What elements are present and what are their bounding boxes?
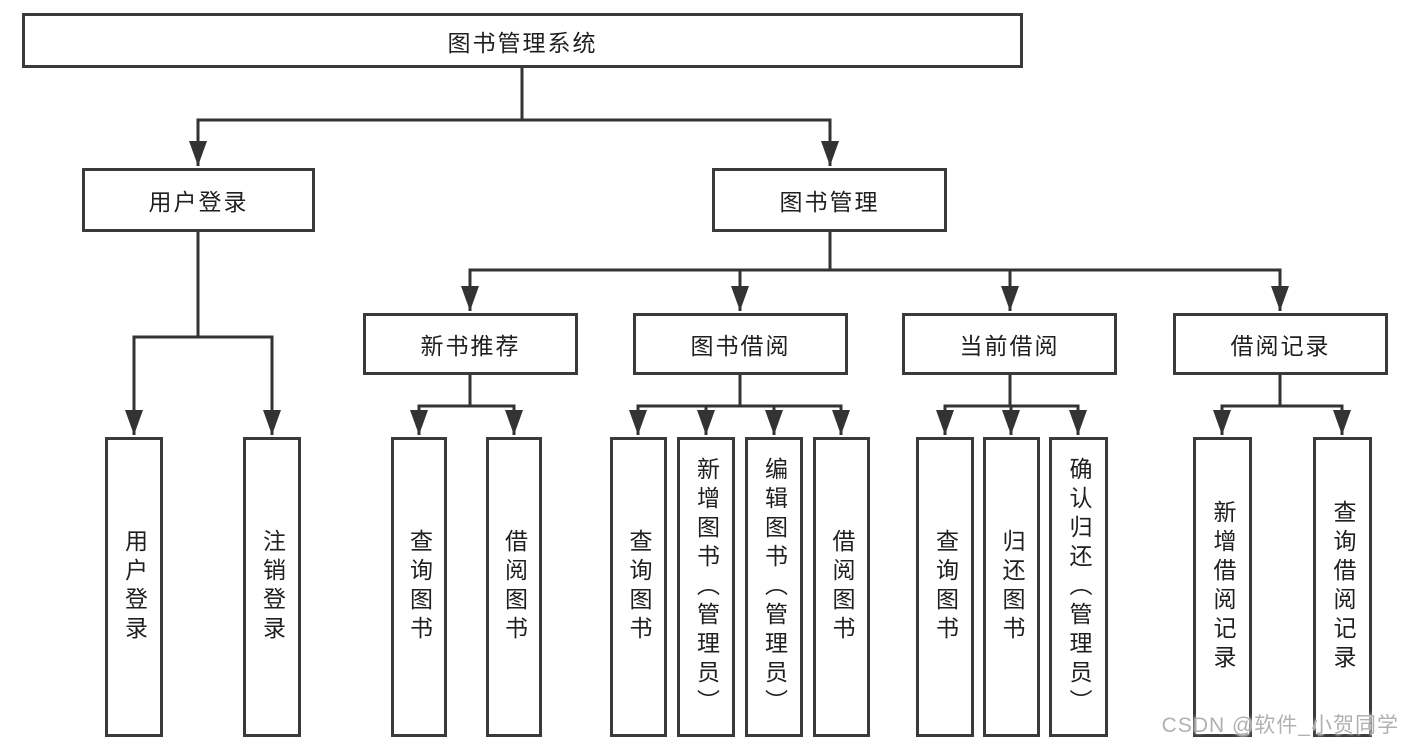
leaf-edit-book-admin-label: 编辑图书（管理员） xyxy=(761,456,788,718)
leaf-borrow-books-recommend: 借阅图书 xyxy=(486,437,542,737)
leaf-query-borrow-record: 查询借阅记录 xyxy=(1313,437,1372,737)
leaf-query-books-borrow-label: 查询图书 xyxy=(626,529,652,645)
leaf-query-borrow-record-label: 查询借阅记录 xyxy=(1330,500,1356,674)
node-book-borrow: 图书借阅 xyxy=(633,313,848,375)
leaf-add-book-admin: 新增图书（管理员） xyxy=(677,437,735,737)
leaf-query-books-recommend-label: 查询图书 xyxy=(406,529,433,645)
leaf-borrow-books-label: 借阅图书 xyxy=(829,529,855,645)
node-root: 图书管理系统 xyxy=(22,13,1023,68)
node-root-label: 图书管理系统 xyxy=(447,29,598,56)
node-current-borrow: 当前借阅 xyxy=(902,313,1117,375)
leaf-logout-label: 注销登录 xyxy=(259,529,286,645)
node-book-management: 图书管理 xyxy=(712,168,947,232)
leaf-query-books-recommend: 查询图书 xyxy=(391,437,447,737)
node-new-book-recommend-label: 新书推荐 xyxy=(420,333,521,359)
leaf-confirm-return-admin: 确认归还（管理员） xyxy=(1049,437,1108,737)
node-borrow-records: 借阅记录 xyxy=(1173,313,1388,375)
leaf-borrow-books-recommend-label: 借阅图书 xyxy=(501,529,528,645)
leaf-add-borrow-record-label: 新增借阅记录 xyxy=(1210,500,1236,674)
leaf-edit-book-admin: 编辑图书（管理员） xyxy=(745,437,803,737)
leaf-add-borrow-record: 新增借阅记录 xyxy=(1193,437,1252,737)
node-book-borrow-label: 图书借阅 xyxy=(690,333,791,359)
leaf-return-book-label: 归还图书 xyxy=(999,529,1025,645)
leaf-logout: 注销登录 xyxy=(243,437,301,737)
leaf-user-login: 用户登录 xyxy=(105,437,163,737)
leaf-return-book: 归还图书 xyxy=(983,437,1040,737)
node-user-login: 用户登录 xyxy=(82,168,315,232)
leaf-borrow-books: 借阅图书 xyxy=(813,437,870,737)
node-borrow-records-label: 借阅记录 xyxy=(1230,333,1331,359)
leaf-query-books-current: 查询图书 xyxy=(916,437,974,737)
node-current-borrow-label: 当前借阅 xyxy=(959,333,1060,359)
node-new-book-recommend: 新书推荐 xyxy=(363,313,578,375)
leaf-query-books-current-label: 查询图书 xyxy=(932,529,959,645)
leaf-query-books-borrow: 查询图书 xyxy=(610,437,667,737)
csdn-watermark: CSDN @软件_小贺同学 xyxy=(1161,714,1399,737)
leaf-add-book-admin-label: 新增图书（管理员） xyxy=(693,456,720,718)
leaf-user-login-label: 用户登录 xyxy=(121,529,148,645)
leaf-confirm-return-admin-label: 确认归还（管理员） xyxy=(1066,456,1092,718)
node-book-management-label: 图书管理 xyxy=(779,189,880,215)
node-user-login-label: 用户登录 xyxy=(148,189,249,215)
